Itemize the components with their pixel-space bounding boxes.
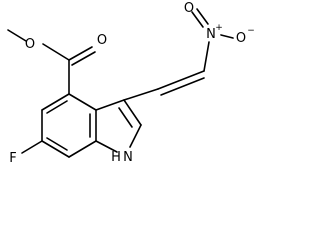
bond-c6-c7-inner [46,137,68,151]
nitro-oxygen-single-label: O [236,31,246,46]
indole-nitrogen-hydrogen-label: H [111,150,121,165]
nitro-oxygen-double-label: O [184,1,194,16]
bonds [7,8,234,158]
indole-nitrogen-label: N [123,150,133,165]
bond-carbonyl-double-2 [71,51,96,66]
bond-c6-fluorine [21,140,43,154]
chemical-structure-diagram: O O F N H N + O − O [7,1,255,166]
bond-c3-vinyl [123,88,159,101]
bond-c3a-c4 [68,93,97,111]
bond-oxygen-carbonyl [42,43,70,61]
bond-vinyl-nitro-n [203,41,210,72]
bond-carbonyl-double-1 [68,46,93,61]
bond-nitro-n-oxygen-single [220,34,234,39]
nitro-nitrogen-label: N [206,27,216,42]
bond-c4-c5-inner [46,100,68,114]
bond-nitro-double-1 [191,11,204,28]
bond-c2-n1 [129,124,142,148]
bond-c3a-c3 [95,99,125,111]
bond-vinyl-double-2 [160,77,205,96]
bond-c6-c7 [41,140,70,158]
bond-c7-c7a [68,140,97,158]
bond-c3-c2-inner [118,107,133,128]
carbonyl-oxygen-label: O [97,33,107,48]
fluorine-label: F [9,151,16,166]
nitro-oxygen-charge-label: − [247,26,255,36]
bond-c4-c5 [41,93,70,111]
bond-c3-c2 [123,99,142,126]
bond-nitro-double-2 [196,8,209,25]
nitro-nitrogen-charge-label: + [215,23,223,33]
bond-methyl-oxygen [7,29,27,42]
atom-labels: O O F N H N + O − O [9,1,255,166]
ester-oxygen-label: O [25,37,35,52]
bond-vinyl-double-1 [157,70,205,90]
bond-n1-c7a [95,140,118,153]
